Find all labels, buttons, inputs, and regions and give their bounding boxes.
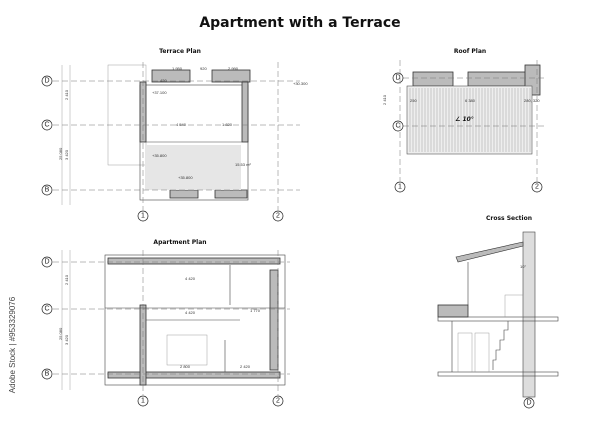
sheet-title: Apartment with a Terrace — [199, 15, 400, 31]
axis-row-C-bubble — [392, 120, 404, 132]
dim: 2 420 — [240, 364, 251, 369]
terrace-plan: Terrace Plan 2 410 25 080 3 420 420 1 95… — [58, 48, 308, 205]
axis-col-1-label: 1 — [398, 184, 402, 191]
axis-col-1-label: 1 — [141, 398, 145, 405]
dim: 2 800 — [180, 364, 191, 369]
roof-plan-title: Roof Plan — [454, 48, 486, 55]
axis-row-C-label: C — [44, 306, 49, 313]
axis-col-2-bubble — [272, 210, 284, 222]
dim-upper: 2 410 — [64, 89, 69, 100]
dim: 4 420 — [185, 276, 196, 281]
apartment-plan: Apartment Plan 2 410 25 080 3 420 4 420 … — [58, 239, 286, 390]
dim: 420 — [160, 78, 167, 83]
cross-section: Cross Section 10° — [437, 215, 559, 398]
axis-col-2-label: 2 — [276, 398, 280, 405]
axis-col-2-label: 2 — [535, 184, 539, 191]
level-mark: +30.300 — [293, 81, 308, 86]
axis-row-B-label: B — [45, 371, 50, 378]
dim: 25 080 — [58, 327, 63, 340]
axis-row-C-bubble — [41, 119, 53, 131]
slope-label: ∠ 10° — [455, 116, 474, 123]
axis-section-bubble — [523, 397, 535, 409]
roof-plan: Roof Plan 250 6 380 280, 320 2 410 ∠ 10° — [382, 48, 541, 155]
dim: 4 540 — [176, 122, 187, 127]
axis-col-1-bubble — [137, 210, 149, 222]
axis-row-D-label: D — [395, 75, 400, 82]
room-area: 15.53 m² — [235, 162, 251, 167]
axis-row-D-bubble — [41, 256, 53, 268]
dim: 920 — [200, 66, 207, 71]
axis-row-C-label: C — [44, 122, 49, 129]
slope-label: 10° — [520, 264, 526, 269]
axis-col-2-bubble — [531, 181, 543, 193]
axis-row-B-label: B — [45, 187, 50, 194]
axis-row-D-bubble — [392, 72, 404, 84]
apartment-plan-title: Apartment Plan — [153, 239, 206, 246]
dim: 3 420 — [64, 334, 69, 345]
watermark-text: Adobe Stock | #953329076 — [8, 296, 17, 393]
dim: 1 770 — [250, 308, 261, 313]
dim-overall: 25 080 — [58, 147, 63, 160]
axis-col-2-label: 2 — [276, 213, 280, 220]
axis-row-C-label: C — [395, 123, 400, 130]
axis-row-D-bubble — [41, 75, 53, 87]
axis-row-D-label: D — [44, 259, 49, 266]
dim-lower: 3 420 — [64, 149, 69, 160]
axis-row-B-bubble — [41, 184, 53, 196]
dim: 1 820 — [222, 122, 233, 127]
cross-section-title: Cross Section — [486, 215, 532, 222]
level-mark: +35.800 — [178, 175, 193, 180]
axis-row-B-bubble — [41, 368, 53, 380]
dim: 280, 320 — [524, 98, 540, 103]
axis-section-label: D — [526, 400, 531, 407]
dim: 2 410 — [382, 94, 387, 105]
level-mark: +35.800 — [152, 153, 167, 158]
dim: 2 410 — [64, 274, 69, 285]
axis-col-1-bubble — [137, 395, 149, 407]
axis-col-1-bubble — [394, 181, 406, 193]
dim: 250 — [410, 98, 417, 103]
terrace-plan-title: Terrace Plan — [159, 48, 201, 55]
dim: 4 420 — [185, 310, 196, 315]
axis-col-1-label: 1 — [141, 213, 145, 220]
dim: 1 950 — [172, 66, 183, 71]
dim: 2 990 — [228, 66, 239, 71]
level-mark: +37.100 — [152, 90, 167, 95]
axis-row-D-label: D — [44, 78, 49, 85]
axis-row-C-bubble — [41, 303, 53, 315]
axis-col-2-bubble — [272, 395, 284, 407]
dim: 6 380 — [465, 98, 476, 103]
